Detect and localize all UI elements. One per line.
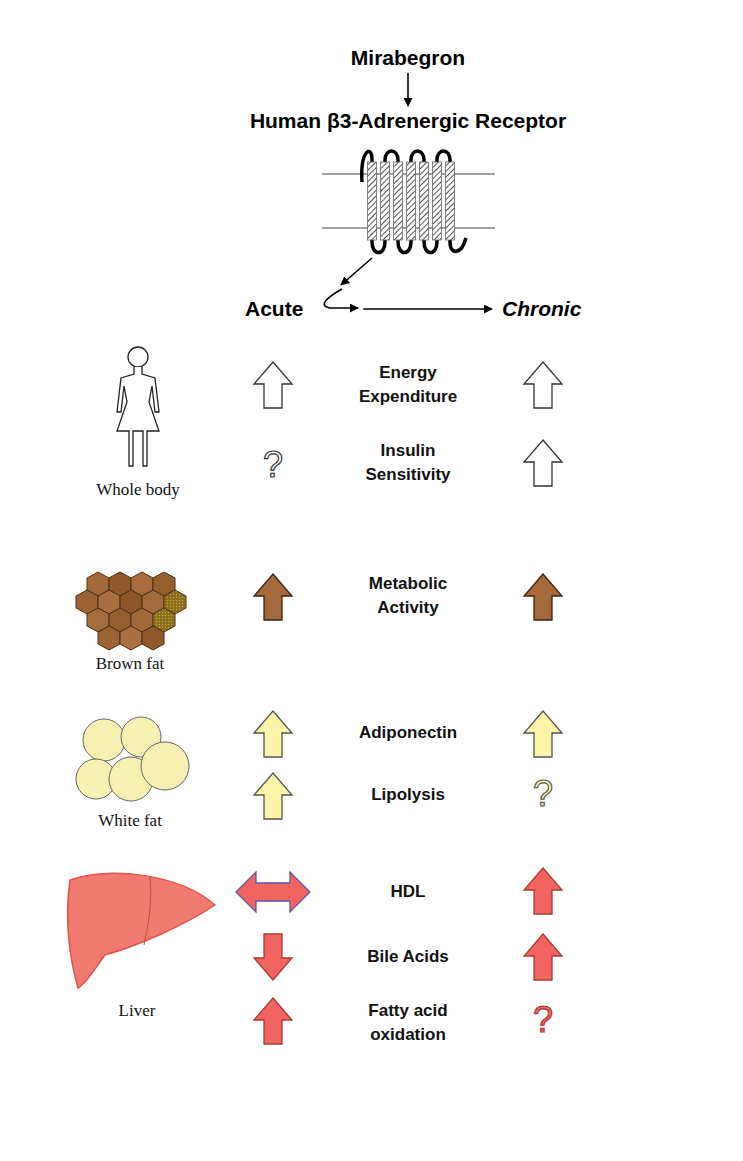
connector-arrow bbox=[407, 73, 409, 106]
node-text: Mirabegron bbox=[351, 45, 465, 71]
effect-arrows bbox=[236, 362, 562, 1044]
phase-label: Acute bbox=[243, 294, 363, 324]
row-label: Bile Acids bbox=[338, 945, 478, 969]
node-text: Human β3-Adrenergic Receptor bbox=[250, 108, 566, 134]
phase-label: Chronic bbox=[492, 294, 583, 324]
brown-fat-illustration bbox=[76, 572, 186, 650]
liver-illustration bbox=[68, 873, 215, 988]
row-label: Metabolic Activity bbox=[338, 572, 478, 620]
question-mark: ? bbox=[263, 445, 283, 485]
row-label: Fatty acid oxidation bbox=[338, 999, 478, 1047]
question-mark: ? bbox=[533, 774, 553, 814]
body-figure bbox=[117, 347, 159, 466]
signal-arrow bbox=[324, 258, 372, 308]
row-label: Lipolysis bbox=[338, 783, 478, 807]
node-text: Acute bbox=[245, 296, 303, 322]
receptor-symbol bbox=[362, 151, 466, 253]
node-text: Chronic bbox=[502, 296, 581, 322]
tissue-label: Whole body bbox=[96, 479, 180, 501]
tissue-label: White fat bbox=[98, 810, 162, 832]
connector-arrow bbox=[363, 308, 492, 310]
tissue-label: Liver bbox=[119, 1000, 156, 1022]
receptor-name: Human β3-Adrenergic Receptor bbox=[248, 106, 568, 136]
row-label: Energy Expenditure bbox=[338, 361, 478, 409]
row-label: Insulin Sensitivity bbox=[338, 439, 478, 487]
row-label: HDL bbox=[338, 880, 478, 904]
row-label: Adiponectin bbox=[338, 721, 478, 745]
drug-name: Mirabegron bbox=[349, 43, 467, 73]
tissue-label: Brown fat bbox=[96, 653, 164, 675]
white-fat-illustration bbox=[76, 717, 189, 801]
question-mark: ? bbox=[533, 1000, 553, 1040]
